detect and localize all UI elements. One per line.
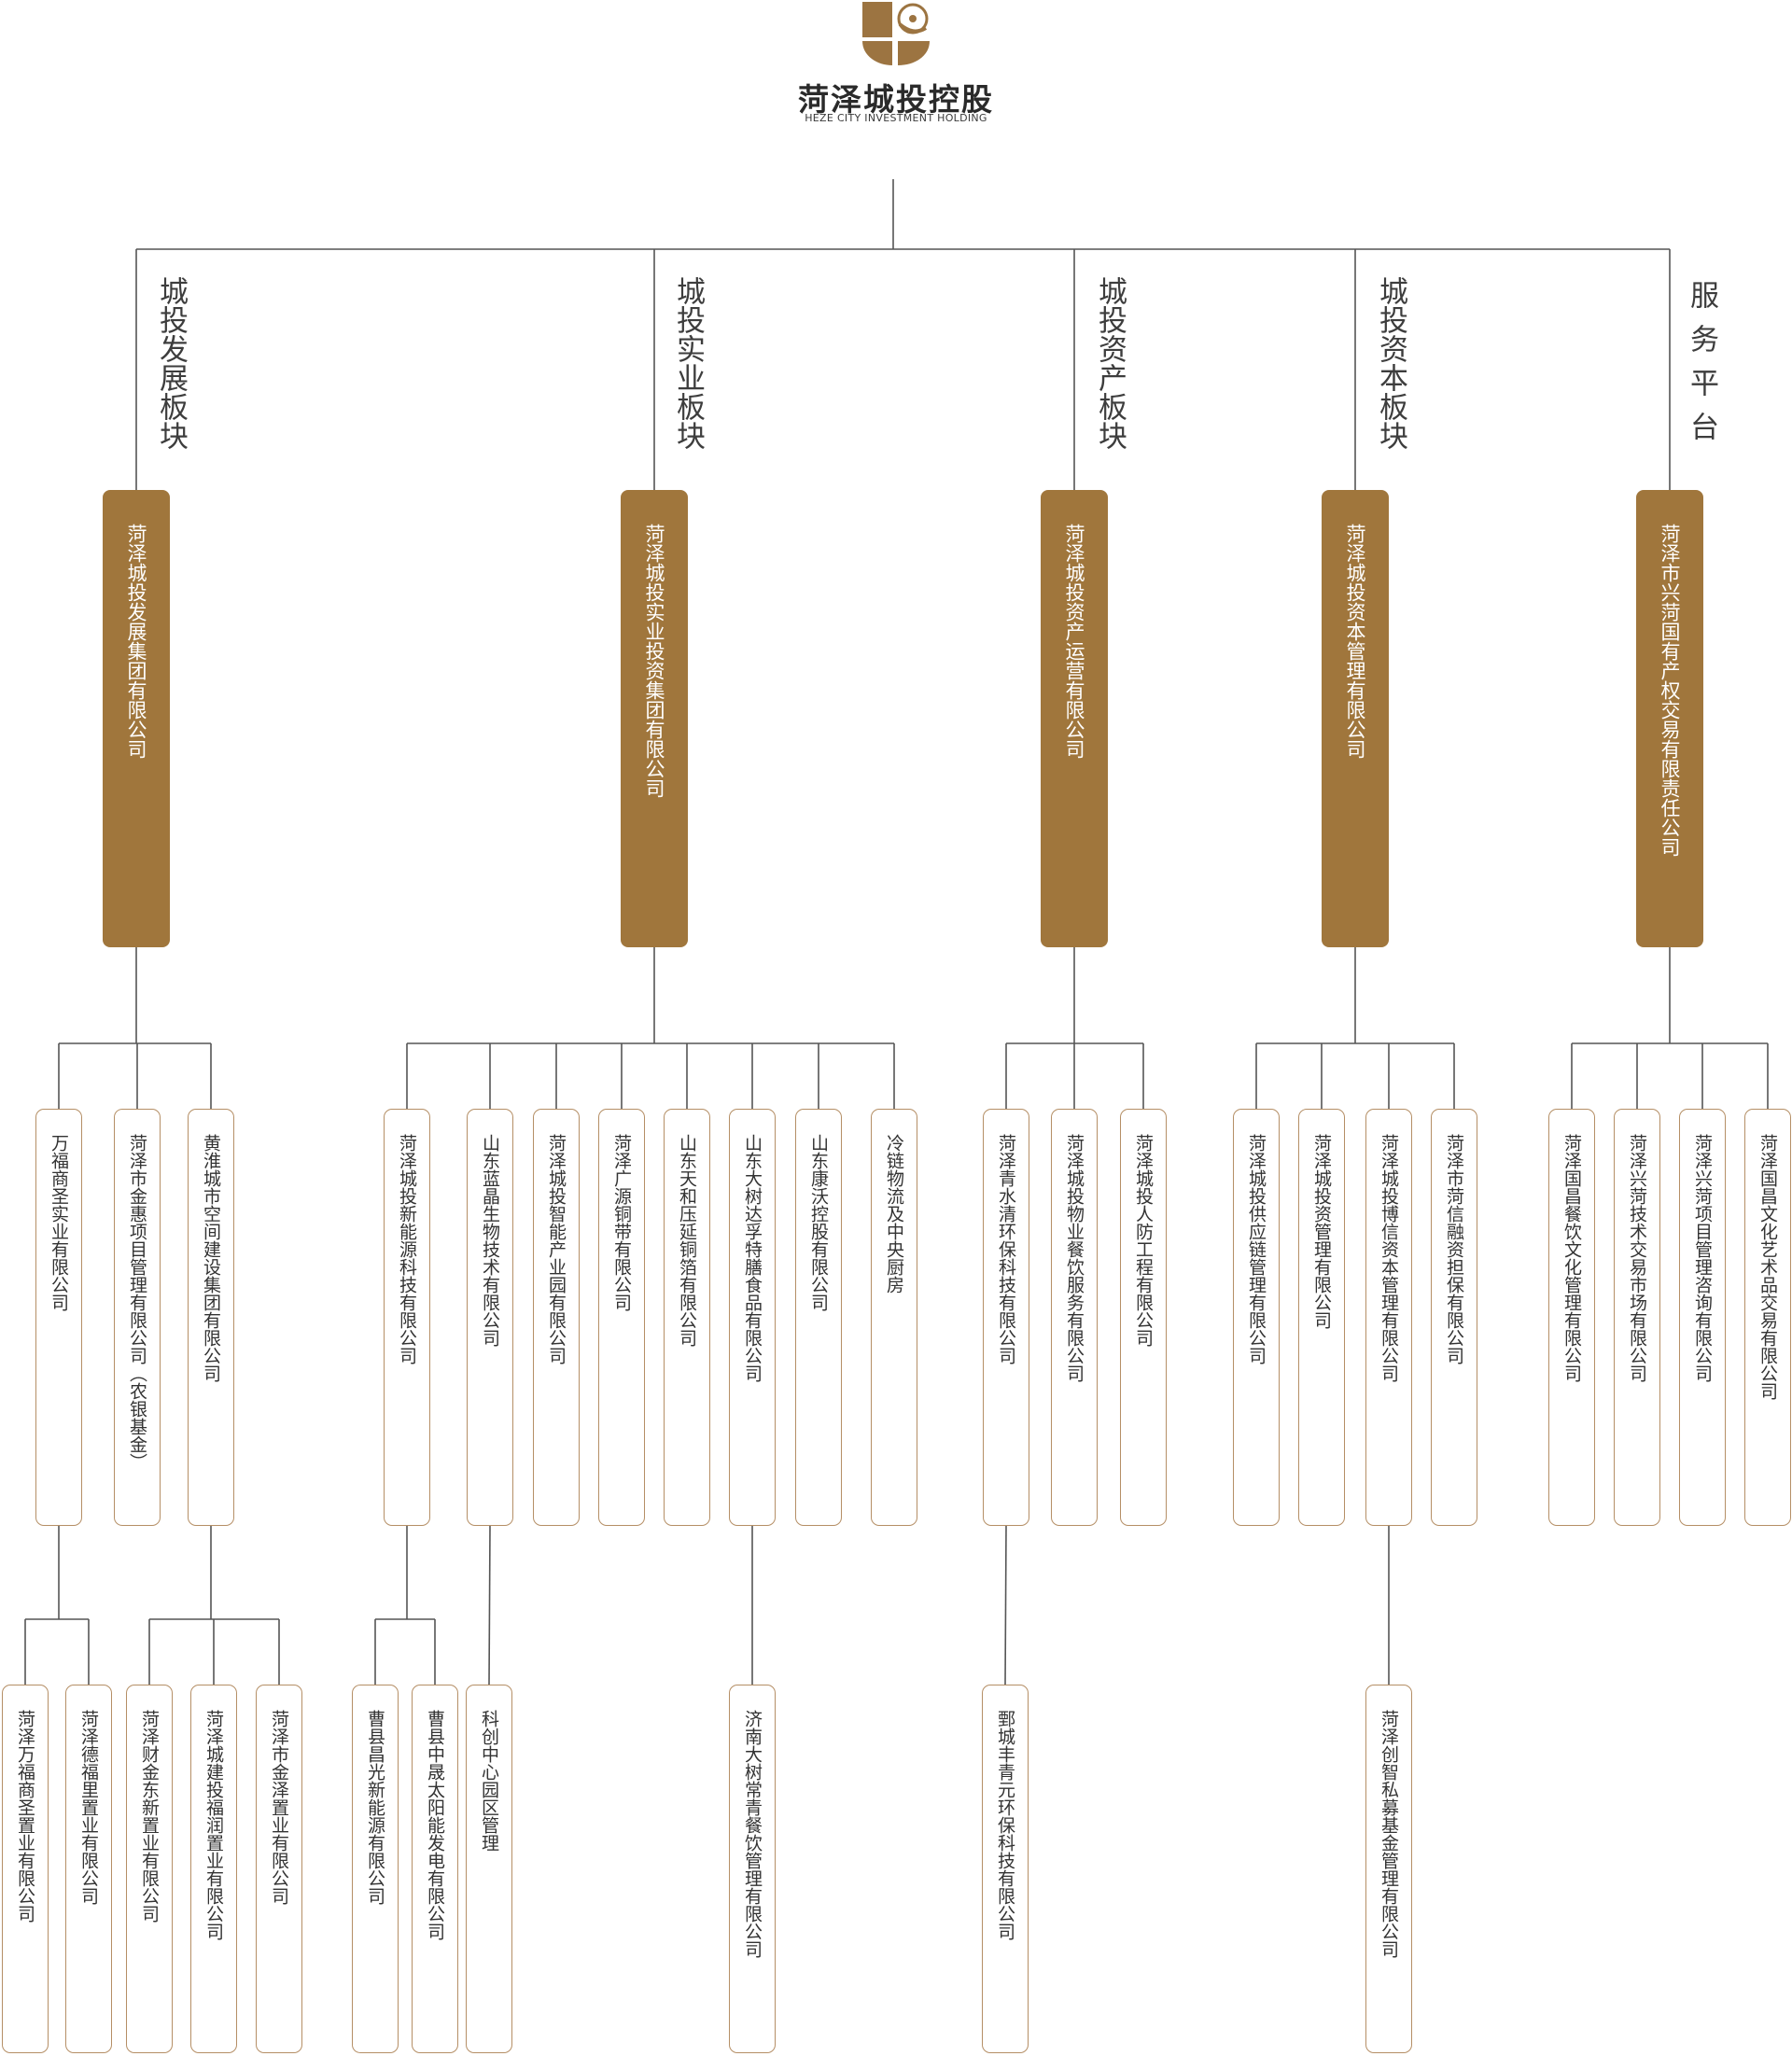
logo-name-en: HEZE CITY INVESTMENT HOLDING: [805, 112, 987, 124]
main-company-box-label: 菏泽城投资产运营有限公司: [1063, 524, 1085, 759]
subsidiary-box-label: 菏泽城投新能源科技有限公司: [397, 1134, 417, 1364]
main-company-box-label: 菏泽城投实业投资集团有限公司: [643, 524, 665, 798]
grandchild-box-label: 菏泽城建投福润置业有限公司: [203, 1710, 224, 1940]
subsidiary-box: 菏泽城投资管理有限公司: [1298, 1109, 1345, 1526]
subsidiary-box: 菏泽城投供应链管理有限公司: [1233, 1109, 1280, 1526]
subsidiary-box-label: 菏泽青水清环保科技有限公司: [996, 1134, 1016, 1364]
main-company-box: 菏泽城投资本管理有限公司: [1322, 490, 1389, 947]
section-label: 城投发展板块: [154, 276, 188, 450]
main-company-box-label: 菏泽城投资本管理有限公司: [1344, 524, 1366, 759]
grandchild-box: 曹县中晟太阳能发电有限公司: [412, 1685, 458, 2053]
subsidiary-box-label: 山东蓝晶生物技术有限公司: [480, 1134, 500, 1347]
subsidiary-box: 菏泽青水清环保科技有限公司: [983, 1109, 1029, 1526]
subsidiary-box-label: 菏泽国昌文化艺术品交易有限公司: [1757, 1134, 1778, 1400]
main-company-box: 菏泽城投资产运营有限公司: [1041, 490, 1108, 947]
grandchild-box-label: 菏泽德福里置业有限公司: [78, 1710, 99, 1905]
subsidiary-box: 冷链物流及中央厨房: [871, 1109, 917, 1526]
grandchild-box: 曹县昌光新能源有限公司: [352, 1685, 399, 2053]
grandchild-box-label: 菏泽市金泽置业有限公司: [269, 1710, 289, 1905]
subsidiary-box-label: 菏泽城投人防工程有限公司: [1133, 1134, 1154, 1347]
grandchild-box-label: 济南大树常青餐饮管理有限公司: [742, 1710, 763, 1958]
subsidiary-box-label: 菏泽兴菏技术交易市场有限公司: [1627, 1134, 1647, 1382]
section-label: 城投实业板块: [671, 276, 705, 450]
subsidiary-box-label: 山东康沃控股有限公司: [808, 1134, 829, 1311]
subsidiary-box: 山东康沃控股有限公司: [795, 1109, 842, 1526]
main-company-box: 菏泽城投发展集团有限公司: [103, 490, 170, 947]
subsidiary-box-label: 菏泽市金惠项目管理有限公司（农银基金）: [127, 1134, 147, 1471]
subsidiary-box: 菏泽市菏信融资担保有限公司: [1431, 1109, 1477, 1526]
company-logo: 菏泽城投控股 HEZE CITY INVESTMENT HOLDING: [784, 0, 1008, 131]
grandchild-box-label: 菏泽创智私募基金管理有限公司: [1379, 1710, 1399, 1958]
subsidiary-box: 黄淮城市空间建设集团有限公司: [188, 1109, 234, 1526]
main-company-box-label: 菏泽城投发展集团有限公司: [125, 524, 147, 759]
grandchild-box: 科创中心园区管理: [466, 1685, 512, 2053]
main-company-box: 菏泽市兴菏国有产权交易有限责任公司: [1636, 490, 1703, 947]
logo-mark-icon: [862, 2, 930, 65]
subsidiary-box: 菏泽城投新能源科技有限公司: [384, 1109, 430, 1526]
subsidiary-box-label: 菏泽城投物业餐饮服务有限公司: [1064, 1134, 1085, 1382]
grandchild-box-label: 菏泽万福商圣置业有限公司: [15, 1710, 35, 1923]
subsidiary-box-label: 山东天和压延铜箔有限公司: [677, 1134, 697, 1347]
subsidiary-box: 万福商圣实业有限公司: [35, 1109, 82, 1526]
subsidiary-box-label: 万福商圣实业有限公司: [49, 1134, 69, 1311]
grandchild-box: 鄄城丰青元环保科技有限公司: [982, 1685, 1029, 2053]
grandchild-box: 济南大树常青餐饮管理有限公司: [729, 1685, 776, 2053]
subsidiary-box-label: 黄淮城市空间建设集团有限公司: [201, 1134, 221, 1382]
subsidiary-box: 山东天和压延铜箔有限公司: [664, 1109, 710, 1526]
subsidiary-box-label: 菏泽城投供应链管理有限公司: [1246, 1134, 1267, 1364]
subsidiary-box: 菏泽国昌餐饮文化管理有限公司: [1548, 1109, 1595, 1526]
grandchild-box-label: 曹县昌光新能源有限公司: [365, 1710, 385, 1905]
subsidiary-box-label: 菏泽城投智能产业园有限公司: [546, 1134, 567, 1364]
subsidiary-box: 菏泽广源铜带有限公司: [598, 1109, 645, 1526]
grandchild-box: 菏泽万福商圣置业有限公司: [2, 1685, 49, 2053]
section-label: 城投资本板块: [1374, 276, 1407, 450]
subsidiary-box-label: 菏泽城投博信资本管理有限公司: [1379, 1134, 1399, 1382]
main-company-box: 菏泽城投实业投资集团有限公司: [621, 490, 688, 947]
subsidiary-box: 菏泽国昌文化艺术品交易有限公司: [1744, 1109, 1791, 1526]
subsidiary-box: 山东蓝晶生物技术有限公司: [467, 1109, 513, 1526]
subsidiary-box: 菏泽城投人防工程有限公司: [1120, 1109, 1167, 1526]
sub-to-child-line: [488, 1525, 491, 1685]
grandchild-box: 菏泽市金泽置业有限公司: [256, 1685, 302, 2053]
subsidiary-box: 菏泽城投博信资本管理有限公司: [1365, 1109, 1412, 1526]
sub-to-child-line: [1004, 1525, 1007, 1685]
grandchild-box: 菏泽城建投福润置业有限公司: [190, 1685, 237, 2053]
subsidiary-box-label: 菏泽兴菏项目管理咨询有限公司: [1692, 1134, 1713, 1382]
logo-name-cn: 菏泽城投控股: [798, 81, 994, 118]
section-label: 服务平台: [1685, 280, 1718, 455]
subsidiary-box-label: 菏泽广源铜带有限公司: [611, 1134, 632, 1311]
subsidiary-box: 菏泽兴菏项目管理咨询有限公司: [1679, 1109, 1726, 1526]
subsidiary-box-label: 菏泽市菏信融资担保有限公司: [1444, 1134, 1464, 1364]
subsidiary-box: 菏泽城投智能产业园有限公司: [533, 1109, 580, 1526]
grandchild-box-label: 曹县中晟太阳能发电有限公司: [425, 1710, 445, 1940]
grandchild-box: 菏泽创智私募基金管理有限公司: [1365, 1685, 1412, 2053]
main-company-box-label: 菏泽市兴菏国有产权交易有限责任公司: [1659, 524, 1681, 857]
grandchild-box: 菏泽德福里置业有限公司: [65, 1685, 112, 2053]
grandchild-box: 菏泽财金东新置业有限公司: [126, 1685, 173, 2053]
subsidiary-box-label: 菏泽城投资管理有限公司: [1311, 1134, 1332, 1329]
subsidiary-box-label: 菏泽国昌餐饮文化管理有限公司: [1561, 1134, 1582, 1382]
subsidiary-box-label: 山东大树达孚特膳食品有限公司: [742, 1134, 763, 1382]
grandchild-box-label: 鄄城丰青元环保科技有限公司: [995, 1710, 1015, 1940]
grandchild-box-label: 科创中心园区管理: [479, 1710, 499, 1852]
subsidiary-box: 菏泽兴菏技术交易市场有限公司: [1614, 1109, 1660, 1526]
subsidiary-box: 菏泽市金惠项目管理有限公司（农银基金）: [114, 1109, 161, 1526]
subsidiary-box: 山东大树达孚特膳食品有限公司: [729, 1109, 776, 1526]
section-label: 城投资产板块: [1093, 276, 1127, 450]
subsidiary-box-label: 冷链物流及中央厨房: [884, 1134, 904, 1294]
grandchild-box-label: 菏泽财金东新置业有限公司: [139, 1710, 160, 1923]
subsidiary-box: 菏泽城投物业餐饮服务有限公司: [1051, 1109, 1098, 1526]
